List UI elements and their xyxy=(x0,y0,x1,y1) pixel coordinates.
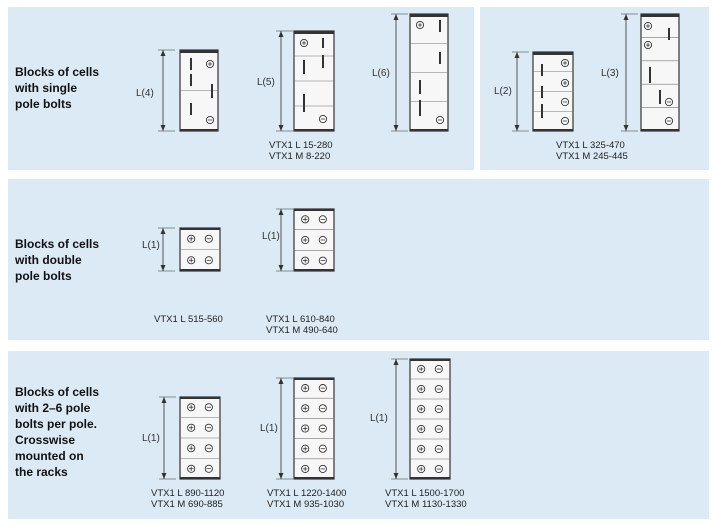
arrow-head xyxy=(278,265,284,271)
caption-line: VTX1 L 610-840 xyxy=(266,314,335,325)
caption-row-3-b: VTX1 L 1220-1400 VTX1 M 935-1030 xyxy=(267,488,346,510)
arrow-head xyxy=(160,125,166,131)
row-3-title-line-3: bolts per pole. xyxy=(15,417,98,431)
row-2-title: Blocks of cells with double pole bolts xyxy=(15,236,99,284)
dimension-label-l5: L(5) xyxy=(257,77,275,88)
top-edge xyxy=(641,14,679,17)
arrow-head xyxy=(278,473,284,479)
caption-row-3-c: VTX1 L 1500-1700 VTX1 M 1130-1330 xyxy=(385,488,467,510)
bottom-edge xyxy=(180,477,220,479)
caption-line: VTX1 L 15-280 xyxy=(269,140,333,151)
bottom-edge xyxy=(180,129,218,131)
row-2-title-line-1: Blocks of cells xyxy=(15,237,100,251)
dimension-label-l1: L(1) xyxy=(370,413,388,424)
row-3-title-line-6: the racks xyxy=(15,465,68,479)
battery-block xyxy=(293,208,335,272)
arrow-head xyxy=(623,125,629,131)
arrow-head xyxy=(393,14,399,20)
caption-line: VTX1 L 1220-1400 xyxy=(267,488,347,499)
caption-row-2-a: VTX1 L 515-560 xyxy=(154,314,223,325)
caption-row-1-right: VTX1 L 325-470 VTX1 M 245-445 xyxy=(556,140,628,162)
row-3-title-line-2: with 2–6 pole xyxy=(15,401,91,415)
arrow-head xyxy=(278,378,284,384)
row-3-panel xyxy=(8,351,709,519)
battery-block xyxy=(293,377,335,480)
caption-row-3-a: VTX1 L 890-1120 VTX1 M 690-885 xyxy=(151,488,224,510)
arrow-head xyxy=(160,265,166,271)
bottom-edge xyxy=(410,477,450,479)
arrow-head xyxy=(514,52,520,58)
row-3-title-line-4: Crosswise xyxy=(15,433,76,447)
row-1-title-line-1: Blocks of cells xyxy=(15,65,100,79)
caption-line: VTX1 L 1500-1700 xyxy=(385,488,465,499)
caption-line: VTX1 M 245-445 xyxy=(556,151,628,162)
bottom-edge xyxy=(641,129,679,131)
top-edge xyxy=(410,359,450,361)
row-1-title: Blocks of cells with single pole bolts xyxy=(15,64,99,112)
caption-line: VTX1 M 690-885 xyxy=(151,499,223,510)
row-3-title: Blocks of cells with 2–6 pole bolts per … xyxy=(15,384,99,480)
dimension-label-l3: L(3) xyxy=(601,68,619,79)
dimension-label-l1: L(1) xyxy=(142,433,160,444)
bottom-edge xyxy=(410,129,448,131)
arrow-head xyxy=(278,125,284,131)
top-edge xyxy=(180,228,220,230)
row-3-title-line-1: Blocks of cells xyxy=(15,385,100,399)
bottom-edge xyxy=(533,129,573,131)
top-edge xyxy=(533,52,573,55)
row-2-title-line-3: pole bolts xyxy=(15,269,72,283)
row-3-title-line-5: mounted on xyxy=(15,449,84,463)
arrow-head xyxy=(393,125,399,131)
dimension-label-l4: L(4) xyxy=(136,88,154,99)
dimension-label-l2: L(2) xyxy=(494,86,512,97)
arrow-head xyxy=(161,473,167,479)
caption-line: VTX1 L 515-560 xyxy=(154,314,223,325)
dimension-label-l1: L(1) xyxy=(260,423,278,434)
arrow-head xyxy=(160,228,166,234)
caption-line: VTX1 M 1130-1330 xyxy=(385,499,467,510)
caption-line: VTX1 M 8-220 xyxy=(269,151,331,162)
caption-line: VTX1 L 890-1120 xyxy=(151,488,225,499)
row-2-title-line-2: with double xyxy=(15,253,82,267)
dimension-label-l1: L(1) xyxy=(142,240,160,251)
battery-block xyxy=(640,13,680,132)
top-edge xyxy=(180,397,220,399)
top-edge xyxy=(180,50,218,53)
arrow-head xyxy=(514,125,520,131)
arrow-head xyxy=(161,397,167,403)
bottom-edge xyxy=(294,129,334,131)
arrow-head xyxy=(278,31,284,37)
caption-line: VTX1 M 490-640 xyxy=(266,325,338,336)
caption-row-1-left: VTX1 L 15-280 VTX1 M 8-220 xyxy=(269,140,333,162)
row-2-panel xyxy=(8,179,709,340)
top-edge xyxy=(294,31,334,34)
top-edge xyxy=(294,209,334,211)
row-1-title-line-3: pole bolts xyxy=(15,97,72,111)
top-edge xyxy=(410,14,448,17)
bottom-edge xyxy=(294,269,334,271)
arrow-head xyxy=(393,473,399,479)
bottom-edge xyxy=(180,269,220,271)
arrow-head xyxy=(278,209,284,215)
arrow-head xyxy=(160,50,166,56)
dimension-label-l1: L(1) xyxy=(262,231,280,242)
arrow-head xyxy=(393,359,399,365)
bottom-edge xyxy=(294,477,334,479)
caption-row-2-b: VTX1 L 610-840 VTX1 M 490-640 xyxy=(266,314,338,336)
dimension-label-l6: L(6) xyxy=(372,68,390,79)
caption-line: VTX1 L 325-470 xyxy=(556,140,625,151)
row-1-title-line-2: with single xyxy=(15,81,78,95)
top-edge xyxy=(294,378,334,380)
caption-line: VTX1 M 935-1030 xyxy=(267,499,345,510)
arrow-head xyxy=(623,14,629,20)
